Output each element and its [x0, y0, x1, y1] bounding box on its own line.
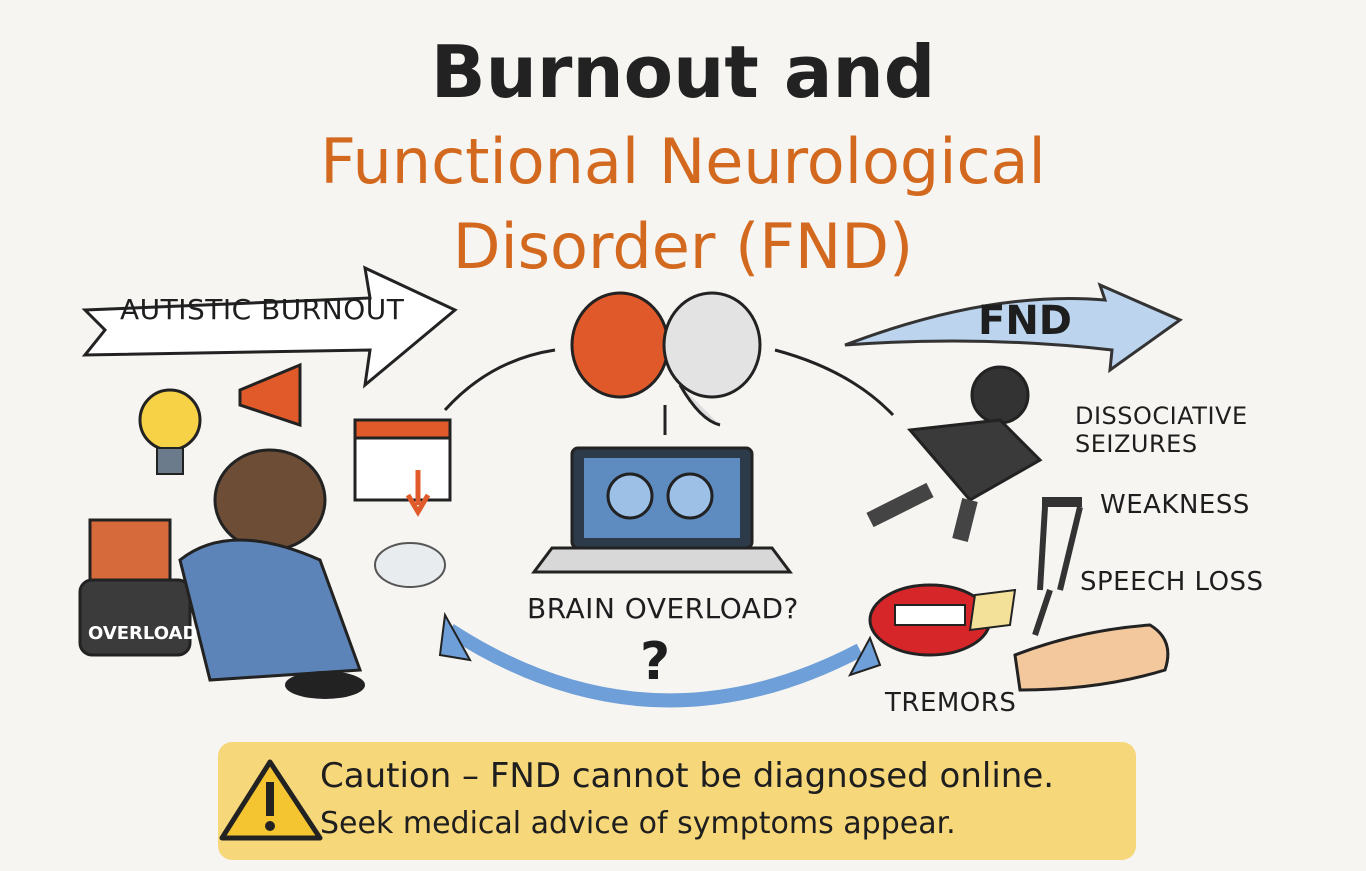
crutch-icon	[1032, 497, 1083, 636]
calendar-icon	[353, 418, 452, 517]
symptom-speech-loss: SPEECH LOSS	[1080, 567, 1264, 597]
brain-icon	[570, 291, 762, 427]
title-line-3: Disorder (FND)	[452, 210, 914, 283]
caution-line-2: Seek medical advice of symptoms appear.	[320, 806, 956, 841]
brain-overload-question: BRAIN OVERLOAD?	[527, 592, 799, 625]
cloud-icon	[374, 542, 446, 588]
trembling-hand-icon	[1013, 623, 1170, 692]
symptom-weakness: WEAKNESS	[1100, 490, 1250, 520]
title-line-1: Burnout and	[430, 30, 936, 114]
megaphone-icon	[238, 362, 302, 428]
fnd-banner-arrow	[844, 282, 1184, 374]
question-mark: ?	[640, 632, 671, 692]
caution-line-1: Caution – FND cannot be diagnosed online…	[320, 756, 1055, 796]
autistic-burnout-banner	[81, 265, 458, 389]
lightbulb-icon	[138, 388, 202, 475]
fnd-label: FND	[978, 298, 1073, 344]
falling-person-illustration	[866, 365, 1043, 542]
overwhelmed-person-illustration	[78, 448, 365, 699]
mouth-tape-icon	[868, 583, 1017, 657]
symptom-dissociative-seizures: DISSOCIATIVE SEIZURES	[1075, 402, 1248, 458]
bidirectional-arrow	[438, 611, 882, 708]
overload-backpack-label: OVERLOAD	[88, 623, 198, 644]
autistic-burnout-label: AUTISTIC BURNOUT	[120, 293, 405, 326]
title-line-2: Functional Neurological	[320, 125, 1046, 198]
symptom-tremors: TREMORS	[885, 688, 1017, 718]
connection-arrows	[443, 348, 895, 435]
caution-box: Caution – FND cannot be diagnosed online…	[218, 742, 1136, 860]
laptop-gears-icon	[531, 446, 793, 574]
